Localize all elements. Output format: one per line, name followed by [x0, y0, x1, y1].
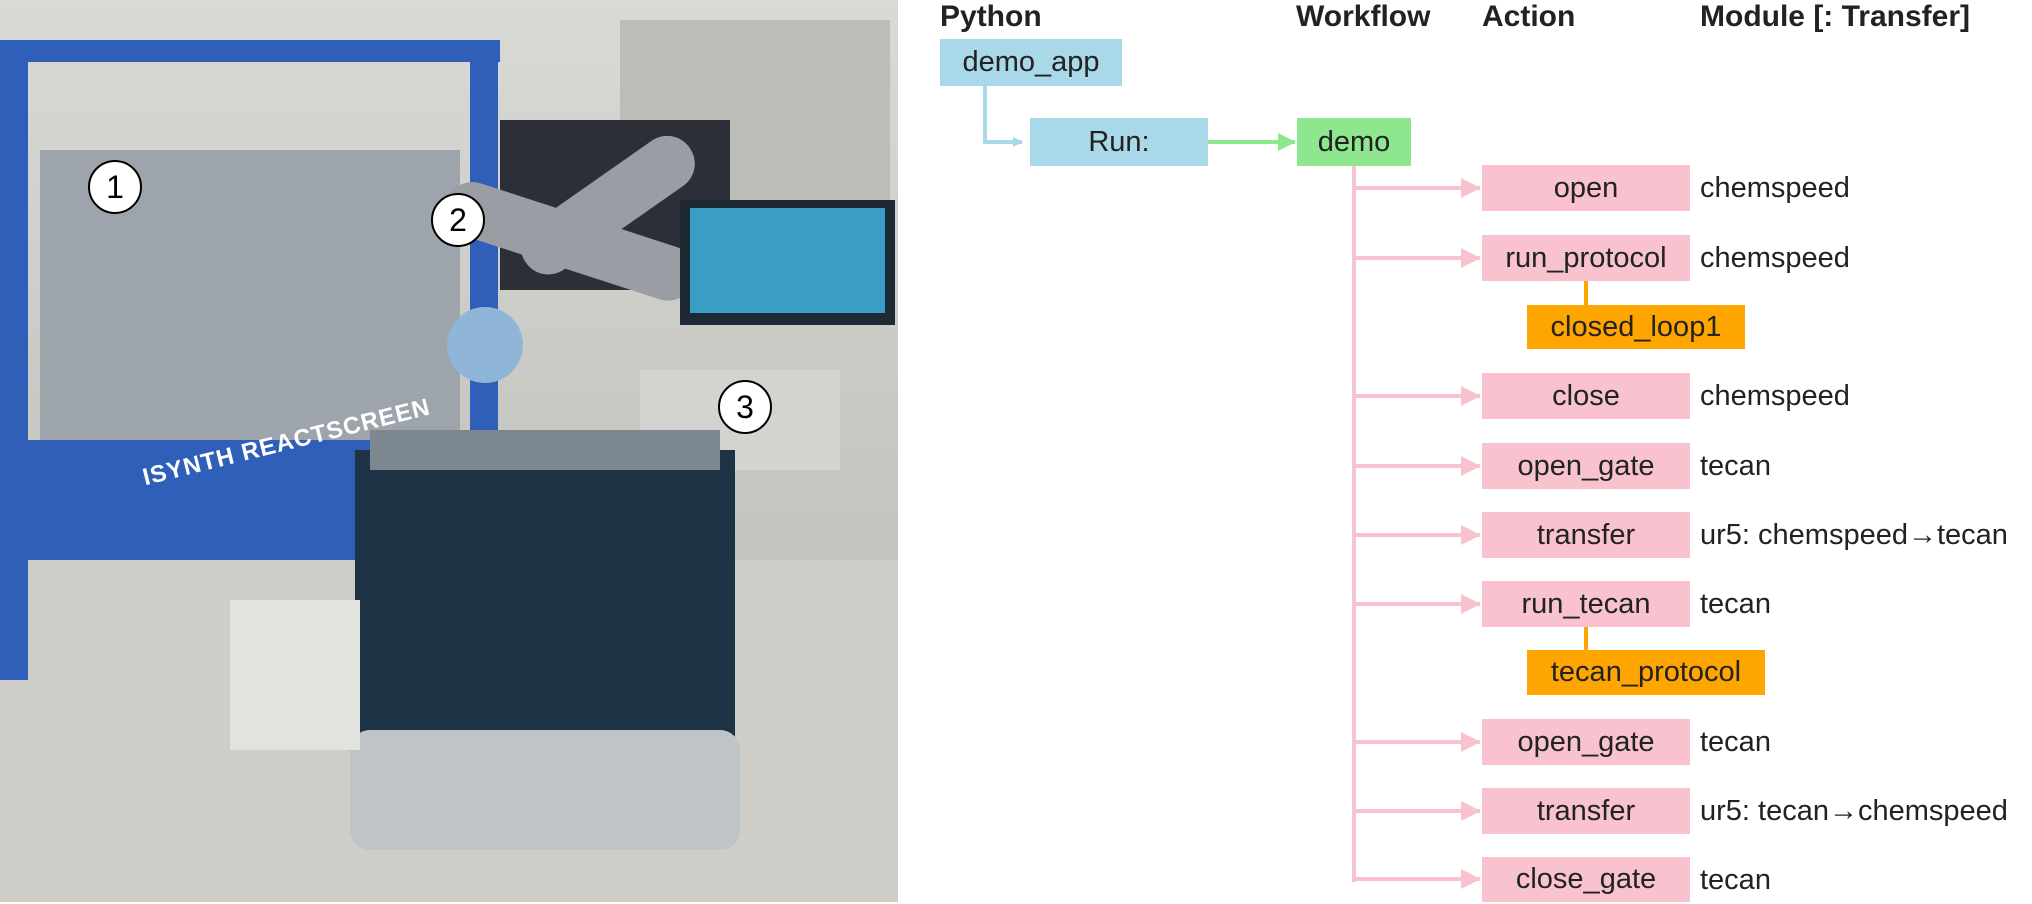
module-label: tecan: [1700, 450, 1771, 482]
action-box-close: close: [1482, 373, 1690, 419]
blue-arrow: [983, 86, 1023, 147]
action-box-transfer: transfer: [1482, 512, 1690, 558]
marker-1: 1: [88, 160, 142, 214]
action-box-run-protocol: run_protocol: [1482, 235, 1690, 281]
action-box-open-gate: open_gate: [1482, 443, 1690, 489]
module-label: ur5: tecan→chemspeed: [1700, 795, 2008, 827]
header-module: Module [: Transfer]: [1700, 0, 1971, 33]
module-label: ur5: chemspeed→tecan: [1700, 519, 2008, 551]
module-label: tecan: [1700, 864, 1771, 896]
header-python: Python: [940, 0, 1042, 33]
header-action: Action: [1482, 0, 1576, 33]
action-box-transfer: transfer: [1482, 788, 1690, 834]
module-label: chemspeed: [1700, 172, 1850, 204]
marker-2: 2: [431, 193, 485, 247]
protocol-box-closed-loop1: closed_loop1: [1527, 305, 1745, 349]
header-workflow: Workflow: [1296, 0, 1431, 33]
action-box-open: open: [1482, 165, 1690, 211]
protocol-box-tecan-protocol: tecan_protocol: [1527, 650, 1765, 695]
module-label: chemspeed: [1700, 242, 1850, 274]
marker-3: 3: [718, 380, 772, 434]
module-label: tecan: [1700, 726, 1771, 758]
run-box: Run:: [1030, 118, 1208, 166]
module-label: tecan: [1700, 588, 1771, 620]
lab-photo: 1 2 3 ISYNTH REACTSCREEN: [0, 0, 898, 902]
action-box-close-gate: close_gate: [1482, 857, 1690, 902]
demo-app-box: demo_app: [940, 39, 1122, 86]
action-box-run-tecan: run_tecan: [1482, 581, 1690, 627]
action-box-open-gate: open_gate: [1482, 719, 1690, 765]
module-label: chemspeed: [1700, 380, 1850, 412]
workflow-demo-box: demo: [1297, 118, 1411, 166]
